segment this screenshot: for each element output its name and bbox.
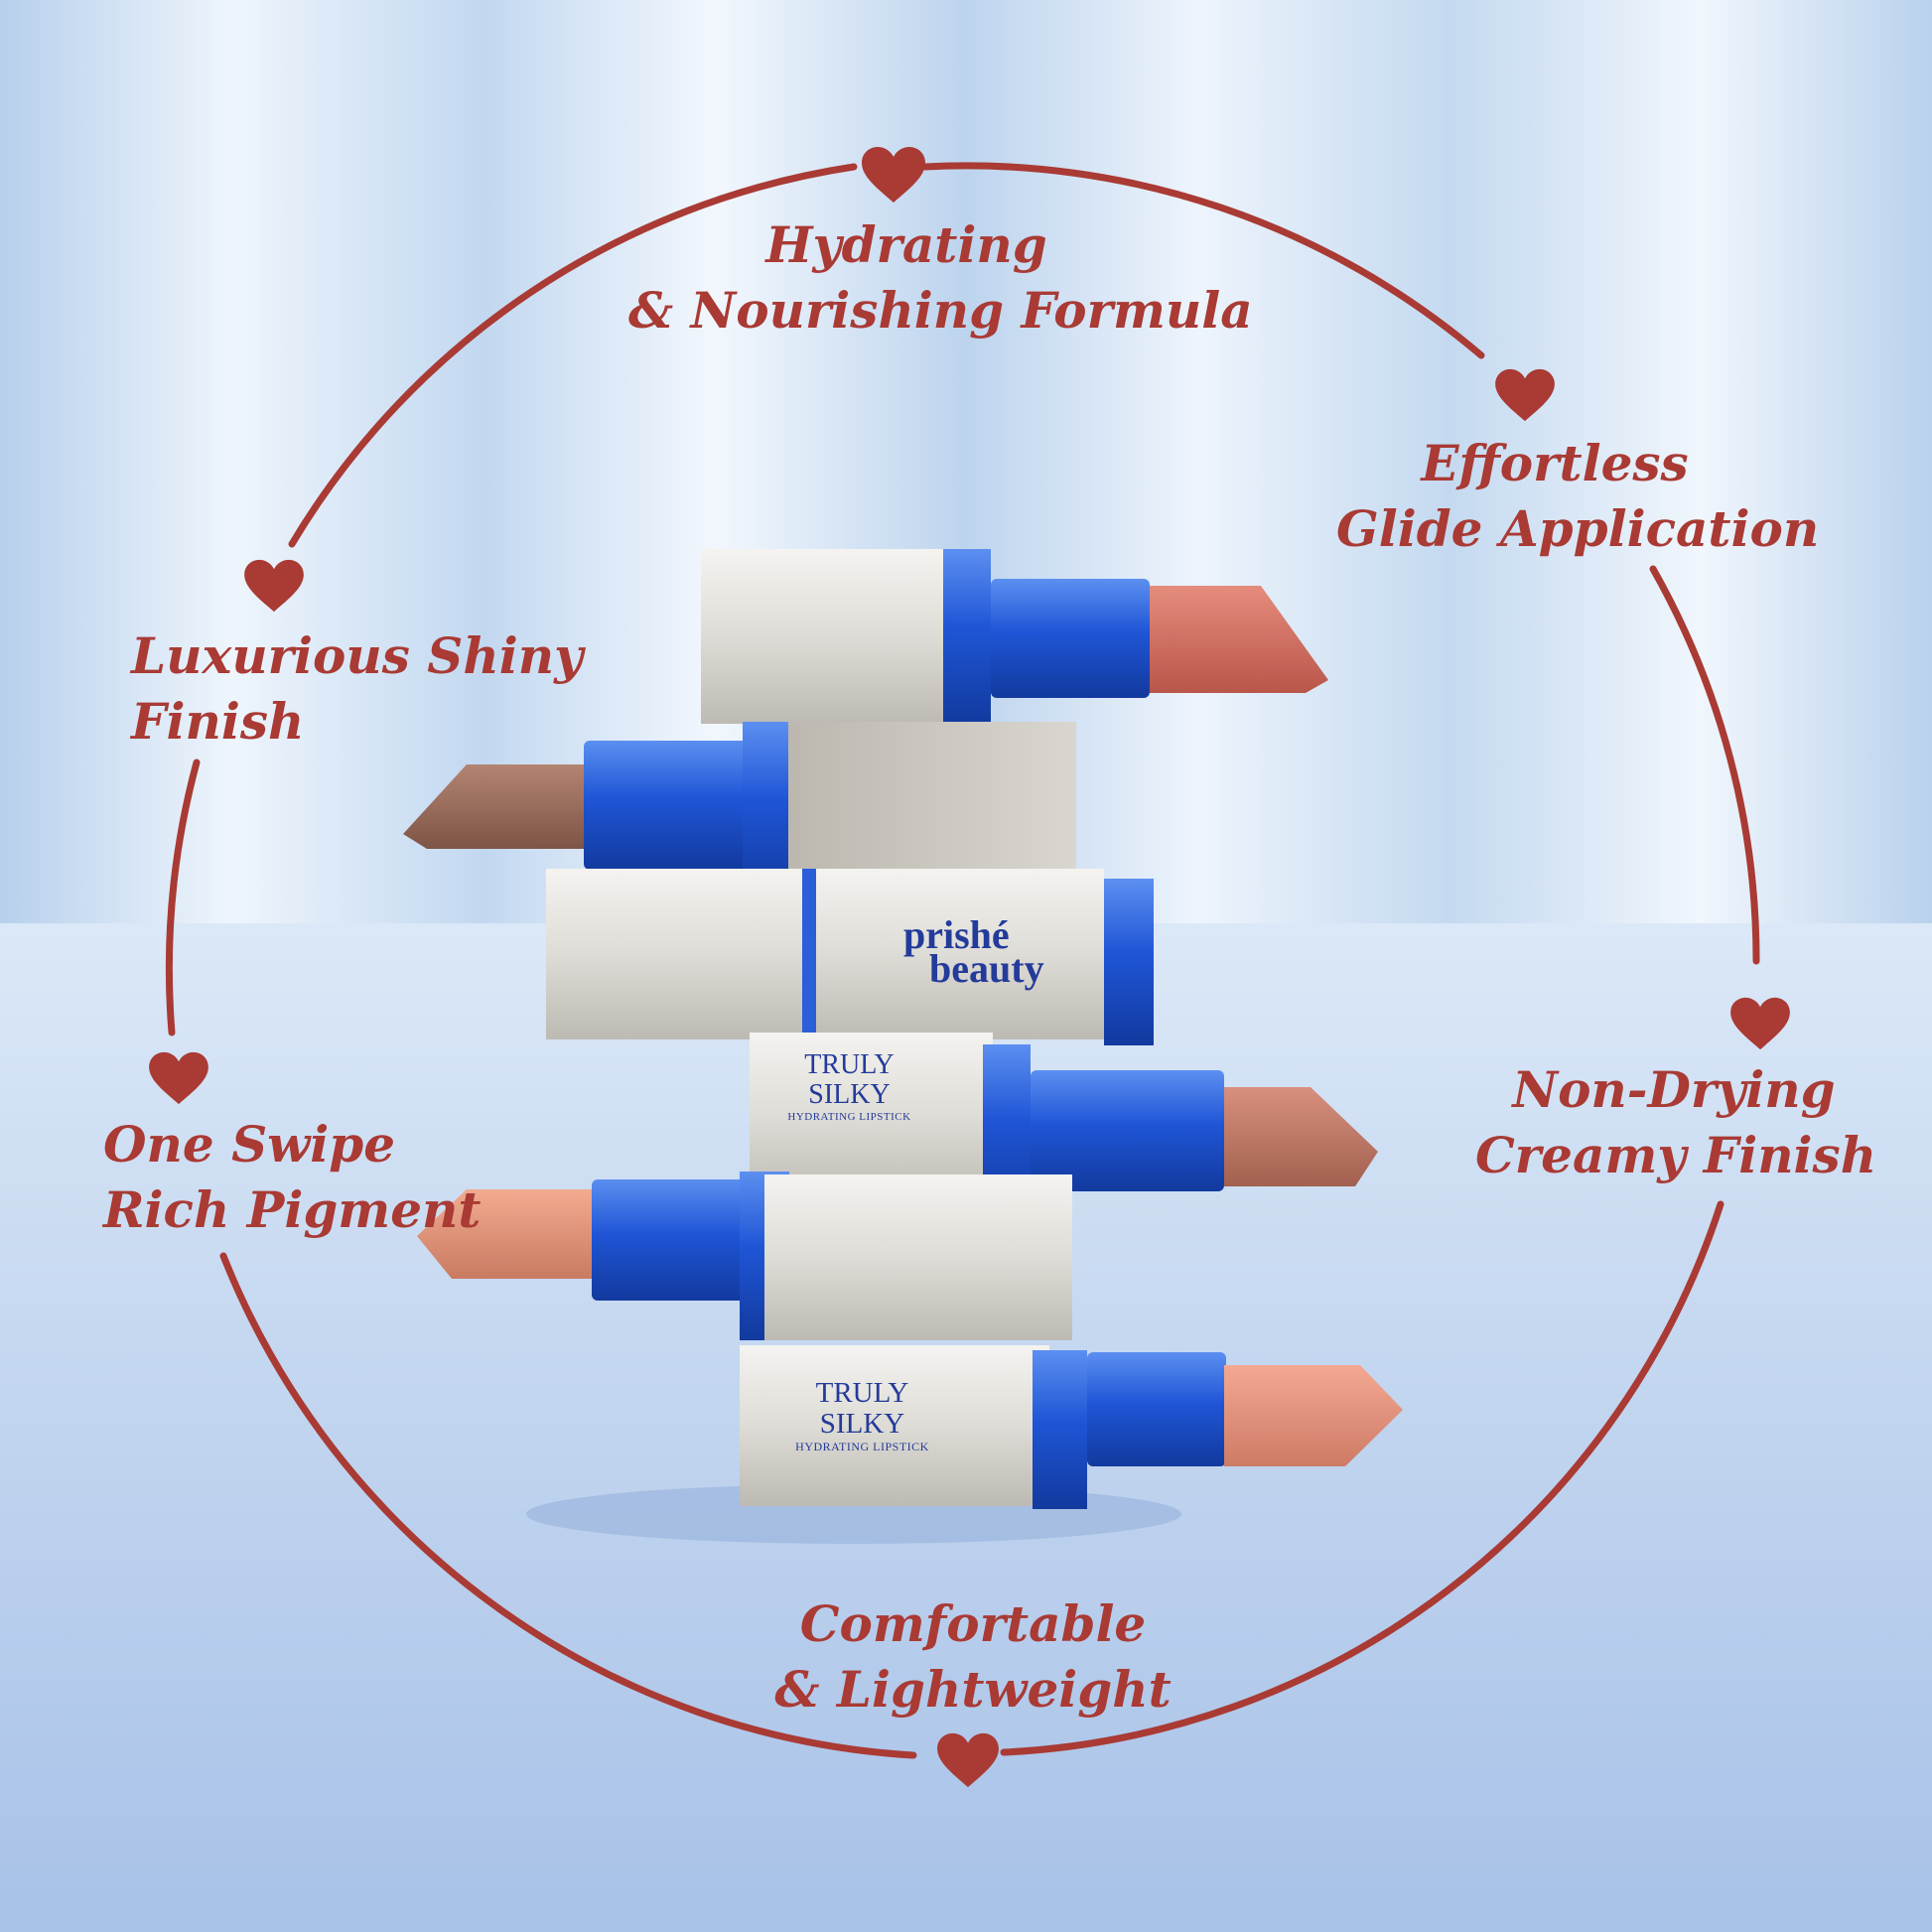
lipstick-1 [701, 549, 1328, 724]
lipstick-6 [740, 1345, 1403, 1509]
heart-icon [862, 147, 925, 203]
heart-icon [244, 559, 304, 613]
feature-label-luxurious: Luxurious Shiny Finish [131, 626, 584, 751]
heart-icon [1495, 368, 1555, 422]
feature-label-one-swipe: One Swipe Rich Pigment [103, 1115, 482, 1239]
feature-label-comfortable: Comfortable & Lightweight [774, 1594, 1172, 1719]
ring-arc-right [1649, 565, 1760, 965]
lipstick-2 [403, 722, 1076, 896]
heart-icon [149, 1051, 208, 1105]
heart-icon [937, 1732, 999, 1788]
lipstick-3 [546, 869, 1154, 1045]
product-name-upper: TRULY SILKY HYDRATING LIPSTICK [787, 1049, 911, 1124]
ring-arc-left [165, 759, 201, 1036]
feature-label-hydrating: Hydrating & Nourishing Formula [628, 215, 1253, 340]
ring-arc-bottom-left [219, 1252, 917, 1759]
feature-label-effortless: Effortless Glide Application [1336, 434, 1820, 558]
lipstick-4 [750, 1033, 1378, 1213]
ring-arc-top-right [921, 162, 1485, 359]
ring-arc-top-left [288, 163, 858, 548]
feature-label-non-drying: Non-Drying Creamy Finish [1475, 1060, 1877, 1184]
brand-logo: prishé beauty [903, 912, 1044, 991]
heart-icon [1730, 997, 1790, 1050]
lipstick-5 [417, 1172, 1072, 1340]
product-name-lower: TRULY SILKY HYDRATING LIPSTICK [795, 1377, 929, 1454]
ring-arc-bottom-right [1000, 1200, 1725, 1756]
feature-ring [165, 162, 1760, 1759]
